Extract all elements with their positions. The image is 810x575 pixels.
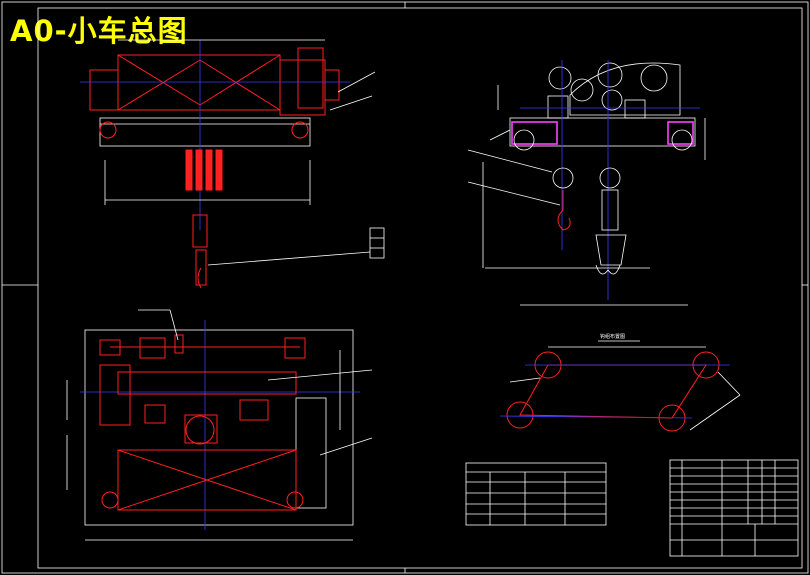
front-view (80, 39, 385, 289)
hook-layout: 钩组布置图 (499, 333, 741, 432)
plan-view (66, 309, 373, 541)
drawing-title: A0-小车总图 (10, 14, 188, 48)
parameter-table (465, 462, 607, 526)
side-view (467, 60, 706, 306)
title-block (669, 459, 799, 557)
layout-title: 钩组布置图 (600, 333, 625, 340)
